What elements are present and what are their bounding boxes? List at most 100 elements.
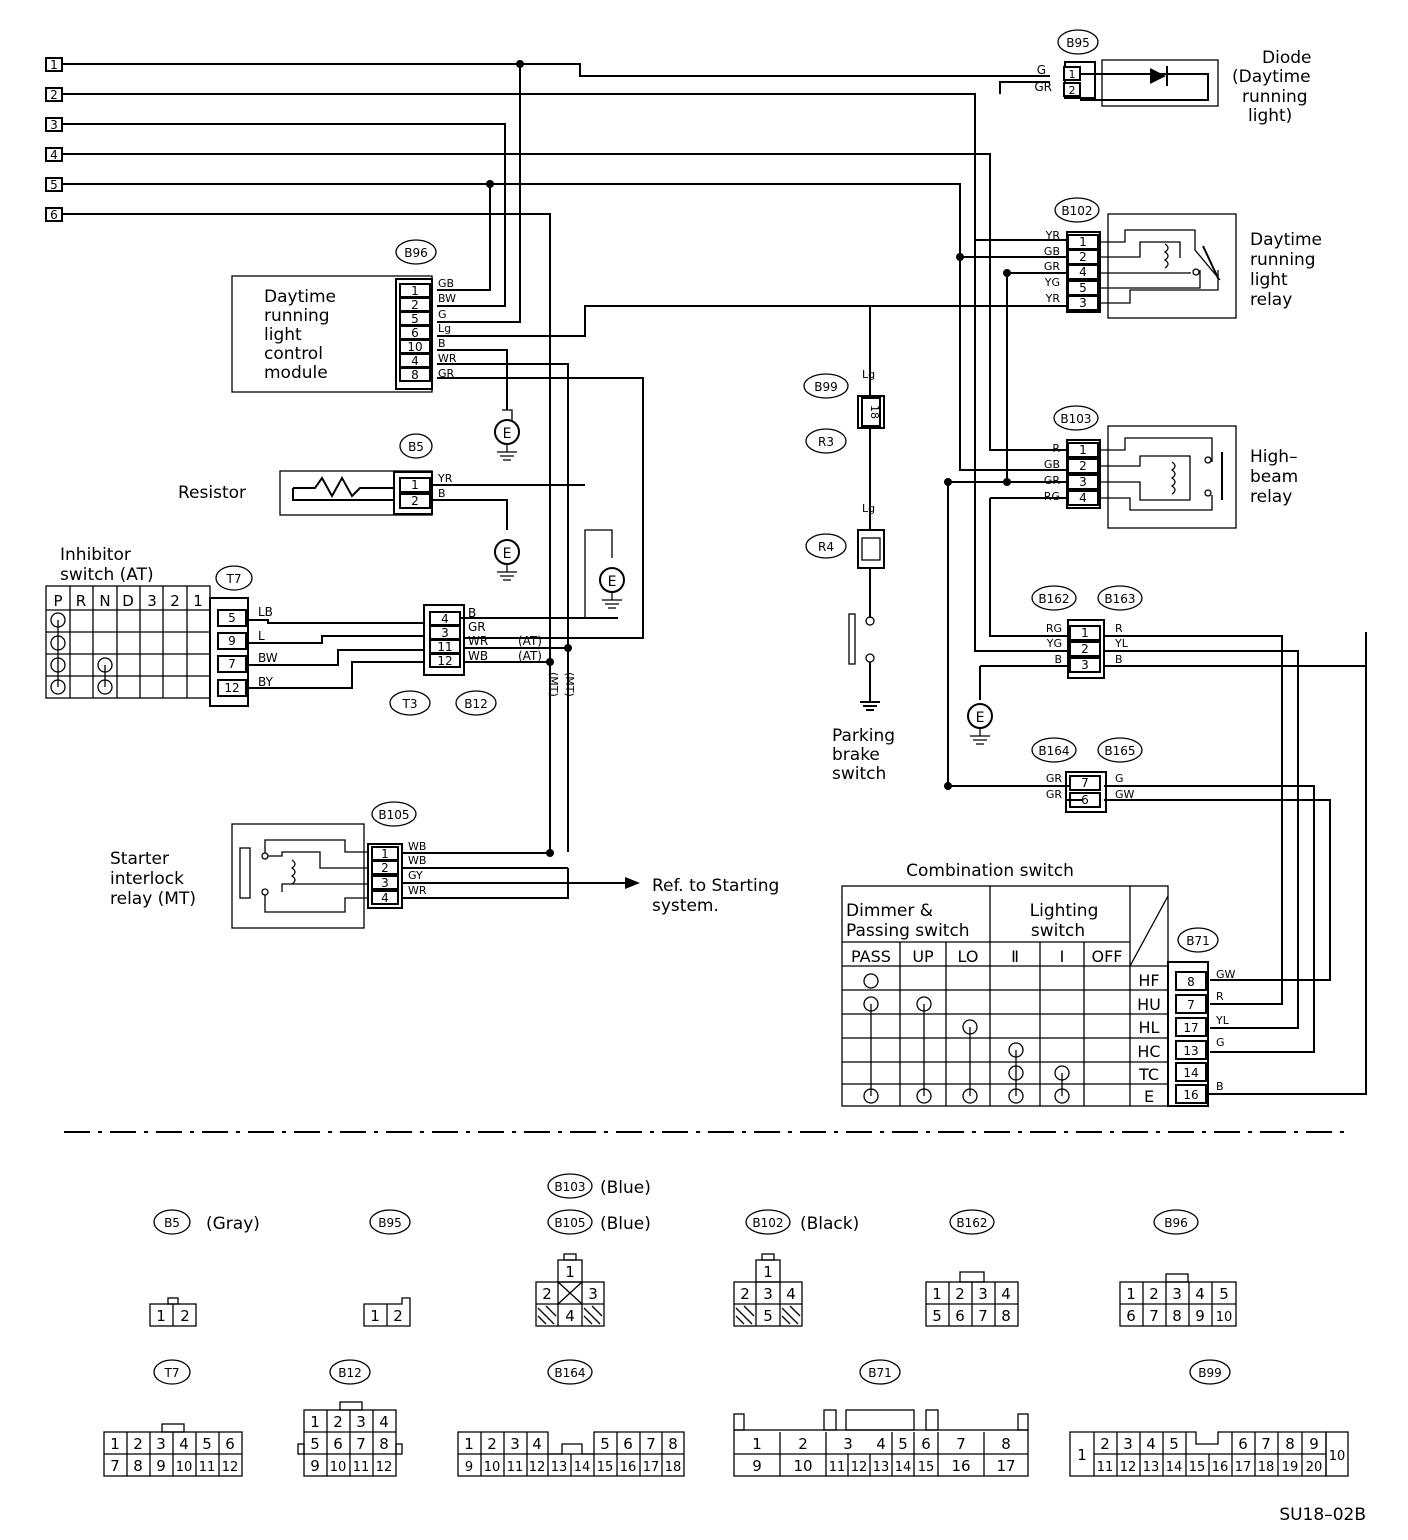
svg-text:4: 4	[1195, 1285, 1205, 1303]
svg-text:WB: WB	[468, 649, 488, 663]
svg-text:1: 1	[411, 478, 419, 492]
main-wires	[62, 60, 1068, 852]
svg-text:L: L	[258, 629, 265, 643]
svg-text:B: B	[468, 606, 476, 620]
svg-text:switch (AT): switch (AT)	[60, 565, 154, 585]
svg-text:2: 2	[133, 1435, 143, 1453]
svg-text:7: 7	[228, 657, 236, 671]
svg-text:B12: B12	[338, 1366, 362, 1380]
diode-b95: B95 G GR 1 2 Diode (Daytime running ligh…	[1034, 29, 1311, 126]
svg-text:4: 4	[50, 148, 58, 162]
svg-text:6: 6	[955, 1307, 965, 1325]
svg-text:6: 6	[1126, 1307, 1136, 1325]
svg-text:6: 6	[1238, 1435, 1248, 1453]
face-b5: B5 (Gray) 1 2	[149, 1209, 260, 1327]
svg-text:5: 5	[600, 1435, 610, 1453]
svg-text:5: 5	[1079, 281, 1087, 295]
svg-text:8: 8	[668, 1435, 678, 1453]
svg-text:12: 12	[529, 1460, 546, 1475]
svg-text:R4: R4	[818, 540, 834, 554]
svg-text:E: E	[976, 710, 985, 726]
svg-text:4: 4	[565, 1307, 575, 1325]
svg-text:18: 18	[665, 1460, 682, 1475]
highbeam-relay-b103: B103 R GB GR RG 1 2 3 4 High– beam relay	[944, 273, 1298, 529]
svg-text:LO: LO	[958, 947, 979, 966]
svg-text:6: 6	[623, 1435, 633, 1453]
svg-text:running: running	[1242, 87, 1308, 107]
inhibitor-switch-t7: Inhibitor switch (AT) T7 P R N D 3 2 1 5…	[45, 545, 426, 707]
svg-text:B: B	[1115, 653, 1123, 666]
svg-text:G: G	[438, 308, 447, 321]
svg-text:T7: T7	[164, 1366, 180, 1380]
svg-text:8: 8	[1172, 1307, 1182, 1325]
svg-text:2: 2	[1069, 84, 1076, 97]
svg-text:3: 3	[1081, 658, 1089, 672]
svg-text:R: R	[1216, 990, 1224, 1003]
svg-text:2: 2	[542, 1285, 552, 1303]
ground-t3: E	[584, 529, 625, 618]
svg-text:B5: B5	[408, 440, 424, 454]
svg-text:7: 7	[978, 1307, 988, 1325]
svg-text:14: 14	[574, 1460, 591, 1475]
svg-text:relay (MT): relay (MT)	[110, 889, 196, 909]
svg-text:5: 5	[763, 1307, 773, 1325]
svg-text:11: 11	[507, 1460, 524, 1475]
svg-text:2: 2	[1079, 459, 1087, 473]
svg-text:9: 9	[465, 1460, 473, 1475]
svg-text:2: 2	[393, 1307, 403, 1325]
svg-text:YL: YL	[1114, 637, 1129, 650]
svg-text:1: 1	[752, 1435, 762, 1453]
svg-text:19: 19	[1282, 1460, 1299, 1475]
svg-text:15: 15	[597, 1460, 614, 1475]
svg-text:10: 10	[484, 1460, 501, 1475]
svg-text:light): light)	[1248, 106, 1292, 126]
svg-text:6: 6	[1081, 793, 1089, 807]
svg-text:9: 9	[156, 1457, 166, 1475]
svg-text:20: 20	[1306, 1460, 1323, 1475]
svg-text:1: 1	[193, 592, 203, 610]
svg-text:WB: WB	[408, 854, 426, 867]
svg-text:Passing switch: Passing switch	[846, 921, 970, 941]
svg-text:GR: GR	[1044, 260, 1061, 273]
svg-text:9: 9	[752, 1457, 762, 1475]
svg-text:3: 3	[1079, 296, 1087, 310]
parking-brake: Lg B99 18 R3 Lg R4 Parking brake switch	[585, 305, 895, 784]
svg-text:B102: B102	[752, 1216, 783, 1230]
svg-text:16: 16	[1183, 1088, 1198, 1102]
svg-text:B162: B162	[956, 1216, 987, 1230]
terminal-4: 4	[45, 147, 63, 162]
svg-text:18: 18	[868, 405, 881, 419]
svg-text:2: 2	[1081, 642, 1089, 656]
svg-text:3: 3	[441, 626, 449, 640]
svg-text:3: 3	[1172, 1285, 1182, 1303]
svg-text:BW: BW	[258, 651, 278, 665]
svg-text:B99: B99	[1198, 1366, 1222, 1380]
svg-text:4: 4	[1079, 265, 1087, 279]
svg-text:4: 4	[379, 1413, 389, 1431]
face-b99: B99 1 10 2 3 4 5 6 7 8 9 11 12	[1069, 1359, 1349, 1477]
ground-b162: E	[967, 703, 993, 745]
svg-text:beam: beam	[1250, 467, 1298, 487]
svg-text:17: 17	[1183, 1021, 1198, 1035]
svg-text:R: R	[1115, 622, 1123, 635]
svg-text:B95: B95	[378, 1216, 402, 1230]
svg-text:G: G	[1037, 63, 1046, 77]
svg-text:Lg: Lg	[438, 322, 451, 335]
svg-text:module: module	[264, 363, 328, 383]
svg-text:10: 10	[407, 340, 422, 354]
svg-text:6: 6	[225, 1435, 235, 1453]
svg-text:HU: HU	[1137, 995, 1161, 1014]
svg-text:12: 12	[222, 1460, 239, 1475]
svg-text:4: 4	[179, 1435, 189, 1453]
svg-text:B96: B96	[1164, 1216, 1188, 1230]
svg-text:4: 4	[1146, 1435, 1156, 1453]
svg-text:11: 11	[829, 1460, 846, 1475]
svg-text:RG: RG	[1046, 622, 1062, 635]
svg-text:1: 1	[156, 1307, 166, 1325]
svg-text:15: 15	[918, 1460, 935, 1475]
svg-text:2: 2	[1149, 1285, 1159, 1303]
svg-text:3: 3	[510, 1435, 520, 1453]
figure-code: SU18–02B	[1279, 1505, 1366, 1525]
svg-text:2: 2	[740, 1285, 750, 1303]
